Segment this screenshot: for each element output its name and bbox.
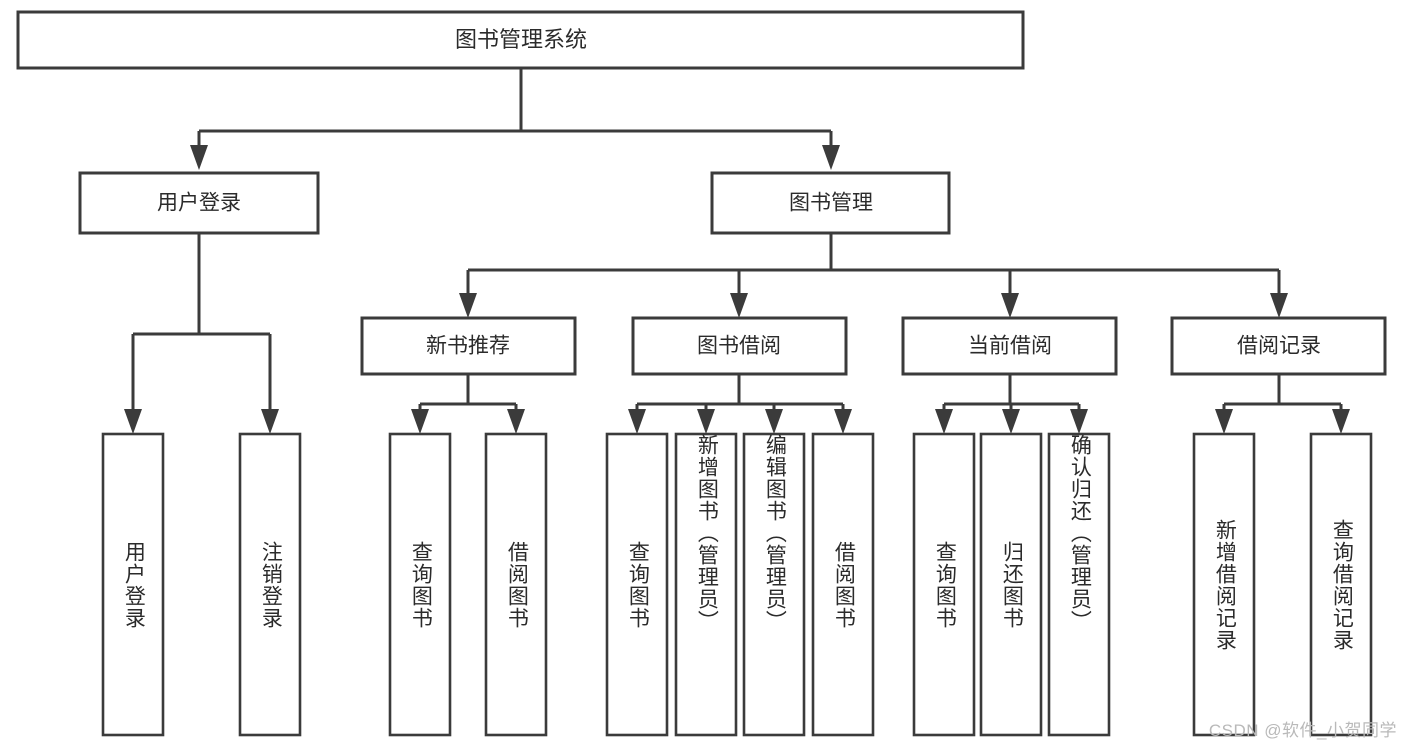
- connector-root-to-level2: [190, 68, 840, 170]
- leaf-box-add-book[interactable]: [674, 432, 738, 737]
- node-book-borrow-box[interactable]: [631, 316, 848, 376]
- leaf-box-return-book[interactable]: [979, 432, 1043, 737]
- leaf-box-confirm-return[interactable]: [1047, 432, 1111, 737]
- node-book-management-label: 图书管理: [789, 192, 873, 215]
- leaf-box-borrow-book-2[interactable]: [811, 432, 875, 737]
- node-current-borrow-box[interactable]: [901, 316, 1118, 376]
- node-book-borrow-label: 图书借阅: [697, 335, 781, 358]
- node-book-management-box[interactable]: [710, 171, 951, 235]
- connector-current-borrow-to-children: [935, 374, 1088, 434]
- node-new-book-recommend-label: 新书推荐: [426, 335, 510, 358]
- node-user-login-label: 用户登录: [157, 192, 241, 215]
- connector-user-login-to-children: [124, 233, 279, 434]
- node-new-book-recommend-box[interactable]: [360, 316, 577, 376]
- leaf-box-borrow-book-1[interactable]: [484, 432, 548, 737]
- leaf-box-user-login[interactable]: [101, 432, 165, 737]
- watermark-text: CSDN @软件_小贺同学: [1208, 721, 1397, 740]
- node-root-label: 图书管理系统: [455, 27, 587, 52]
- leaf-box-add-borrow-record[interactable]: [1192, 432, 1256, 737]
- connector-new-book-recommend-to-children: [411, 374, 525, 434]
- node-borrow-records-label: 借阅记录: [1237, 335, 1321, 358]
- node-borrow-records-box[interactable]: [1170, 316, 1387, 376]
- leaf-box-query-borrow-record[interactable]: [1309, 432, 1373, 737]
- connector-book-borrow-to-children: [628, 374, 852, 434]
- node-current-borrow-label: 当前借阅: [968, 335, 1052, 358]
- leaf-box-query-book-3[interactable]: [912, 432, 976, 737]
- connector-borrow-records-to-children: [1215, 374, 1350, 434]
- leaf-box-query-book-2[interactable]: [605, 432, 669, 737]
- leaf-box-edit-book[interactable]: [742, 432, 806, 737]
- node-user-login-box[interactable]: [78, 171, 320, 235]
- node-root-box[interactable]: [16, 10, 1025, 70]
- leaf-box-query-book-1[interactable]: [388, 432, 452, 737]
- connector-book-management-to-subgroups: [459, 233, 1288, 318]
- leaf-box-user-logout[interactable]: [238, 432, 302, 737]
